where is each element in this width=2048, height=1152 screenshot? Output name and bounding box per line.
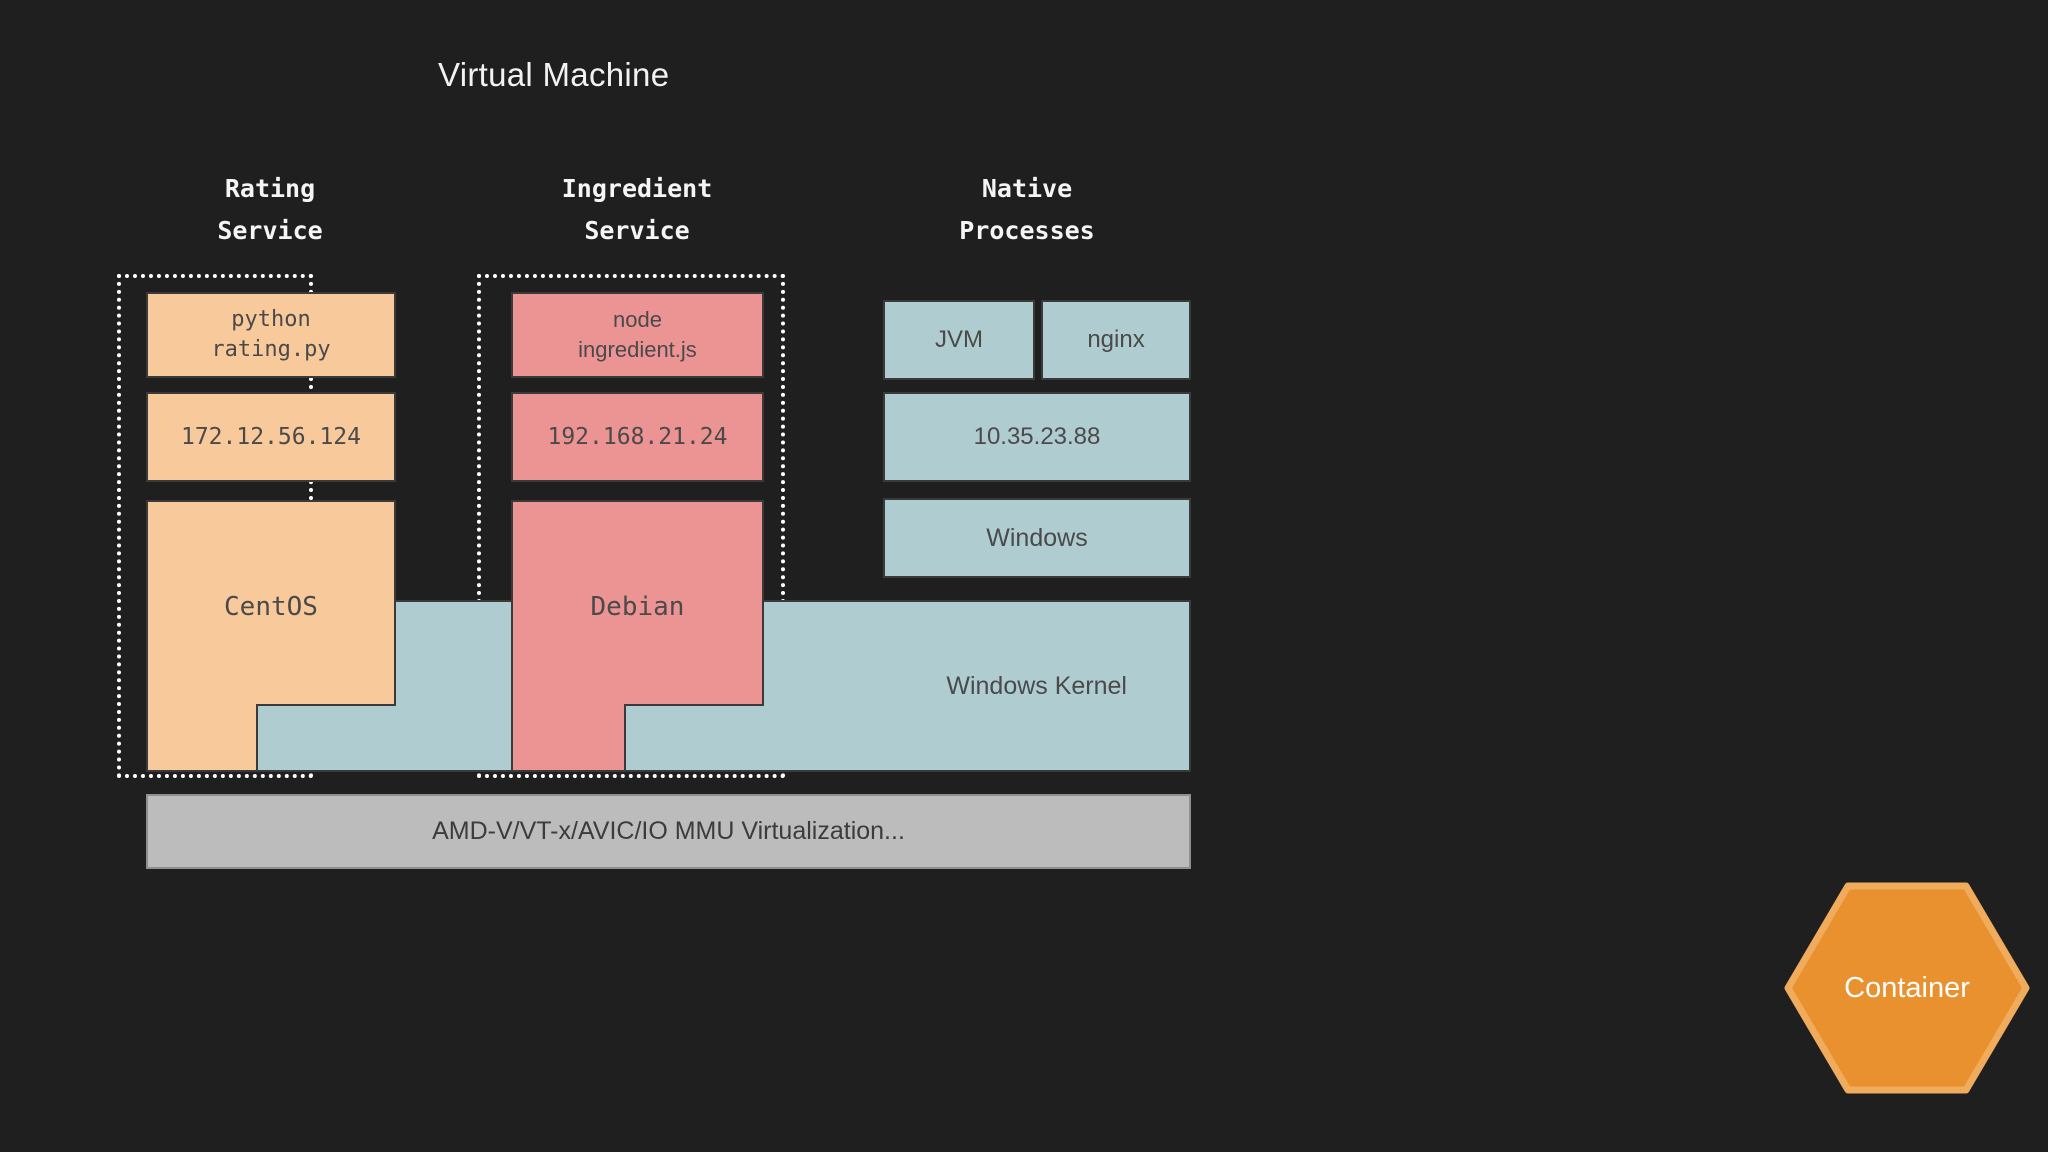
column-header-native-processes: Native Processes: [959, 174, 1095, 245]
service-boundary-ingredient-service: [477, 274, 785, 778]
ip-address-box-native-processes: 10.35.23.88: [883, 392, 1191, 482]
page-title: Virtual Machine: [438, 56, 670, 93]
process-box-jvm: JVM: [883, 300, 1035, 380]
column-header-rating-service: Rating Service: [217, 174, 323, 245]
container-badge[interactable]: Container: [1784, 882, 2030, 1094]
os-box-ingredient-service: Debian: [511, 500, 764, 772]
virtualization-layer: AMD-V/VT-x/AVIC/IO MMU Virtualization...: [146, 794, 1191, 869]
ip-address-box-rating-service: 172.12.56.124: [146, 392, 396, 482]
os-box-rating-service: CentOS: [146, 500, 396, 772]
process-box-rating-service: python rating.py: [146, 292, 396, 378]
os-box-native-processes: Windows: [883, 498, 1191, 578]
process-box-ingredient-service: node ingredient.js: [511, 292, 764, 378]
column-header-ingredient-service: Ingredient Service: [561, 174, 713, 245]
ip-address-box-ingredient-service: 192.168.21.24: [511, 392, 764, 482]
hexagon-icon: [1784, 882, 2030, 1094]
process-box-nginx: nginx: [1041, 300, 1191, 380]
